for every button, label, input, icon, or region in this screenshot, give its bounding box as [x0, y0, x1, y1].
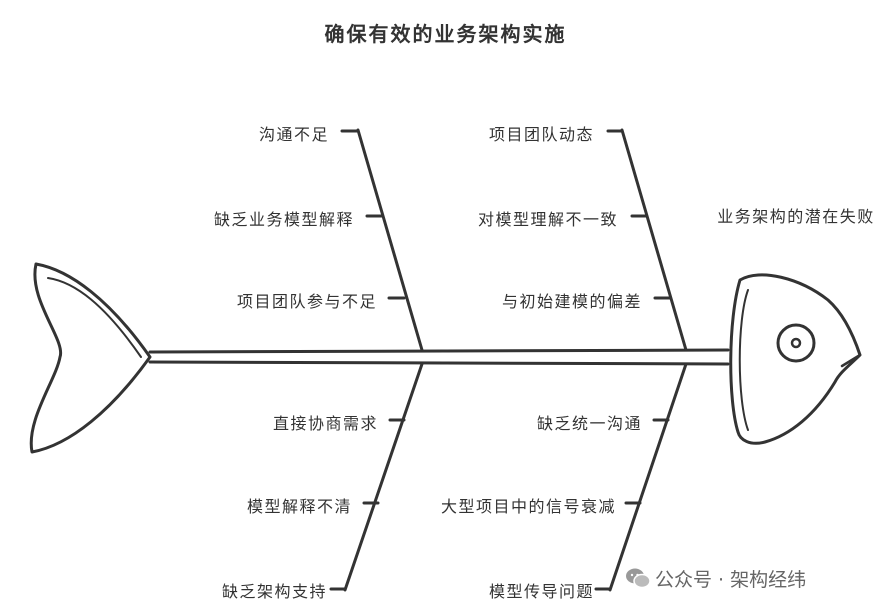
fish-tail-inner: [47, 277, 142, 358]
cause-label: 沟通不足: [258, 125, 329, 144]
fish-mouth: [840, 353, 862, 368]
bone-top-right: [620, 128, 688, 352]
watermark: 公众号 · 架构经纬: [625, 565, 806, 594]
cause-label: 对模型理解不一致: [477, 210, 618, 229]
wechat-icon: [625, 567, 651, 594]
spine-line-lower: [148, 360, 730, 366]
cause-label: 缺乏业务模型解释: [213, 210, 354, 229]
cause-label: 直接协商需求: [272, 414, 378, 433]
spine-line: [148, 348, 730, 354]
cause-label: 与初始建模的偏差: [501, 292, 642, 311]
diagram-title: 确保有效的业务架构实施: [324, 22, 567, 46]
problem-statement: 业务架构的潜在失败: [717, 207, 875, 226]
cause-label: 项目团队动态: [488, 125, 594, 144]
bone-bottom-left: [343, 362, 424, 592]
fish-head-gill: [738, 289, 749, 431]
cause-label: 模型解释不清: [246, 497, 352, 516]
fish-tail: [29, 262, 152, 454]
fish-pupil: [790, 337, 802, 349]
cause-label: 缺乏统一沟通: [536, 414, 642, 433]
fish-eye: [776, 323, 816, 363]
cause-label: 模型传导问题: [488, 582, 594, 601]
cause-label: 大型项目中的信号衰减: [440, 497, 616, 516]
bone-bottom-right: [608, 362, 688, 592]
bone-top-left: [356, 128, 424, 352]
cause-label: 项目团队参与不足: [236, 292, 377, 311]
fish-head: [729, 273, 862, 445]
cause-label: 缺乏架构支持: [221, 582, 327, 601]
watermark-text: 公众号 · 架构经纬: [655, 569, 807, 591]
